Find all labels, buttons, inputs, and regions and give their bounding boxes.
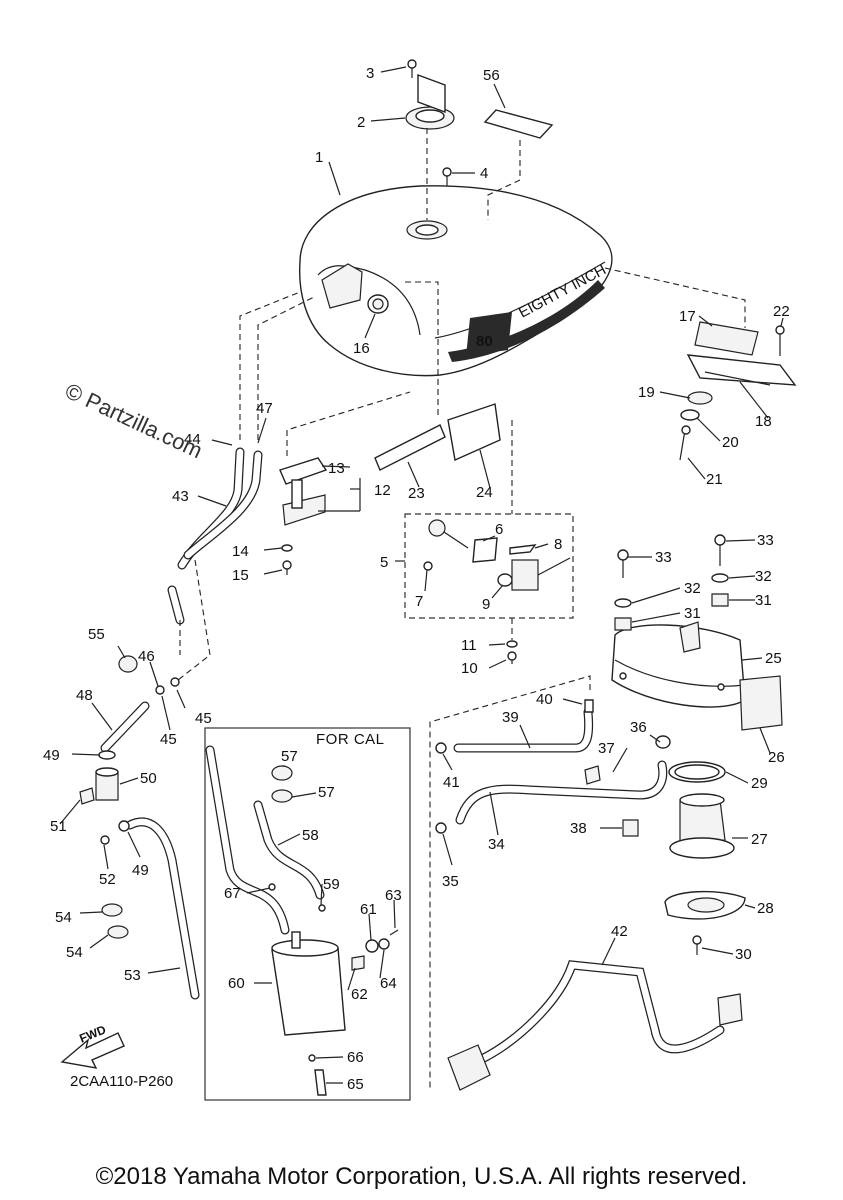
callout-41: 41 — [443, 774, 460, 791]
callout-65: 65 — [347, 1076, 364, 1093]
callout-14: 14 — [232, 543, 249, 560]
callout-43: 43 — [172, 488, 189, 505]
for-cal-label: FOR CAL — [316, 731, 385, 748]
callout-15: 15 — [232, 567, 249, 584]
tank-rear-bracket — [604, 267, 797, 461]
callout-63: 63 — [385, 887, 402, 904]
pad-24 — [447, 403, 501, 462]
callout-46: 46 — [138, 648, 155, 665]
callout-64: 64 — [380, 975, 397, 992]
callout-22: 22 — [773, 303, 790, 320]
leader-lines — [59, 66, 784, 1084]
callout-12: 12 — [374, 482, 391, 499]
callout-39: 39 — [502, 709, 519, 726]
callout-67: 67 — [224, 885, 241, 902]
callout-16: 16 — [353, 340, 370, 357]
callout-1: 1 — [315, 149, 323, 166]
pump-harness — [447, 960, 743, 1091]
callout-11: 11 — [461, 637, 477, 654]
callout-52: 52 — [99, 871, 116, 888]
callout-66: 66 — [347, 1049, 364, 1066]
callout-13: 13 — [328, 460, 345, 477]
callout-6: 6 — [495, 521, 503, 538]
callout-35: 35 — [442, 873, 459, 890]
callout-24: 24 — [476, 484, 493, 501]
callout-58: 58 — [302, 827, 319, 844]
breather-hoses — [118, 291, 317, 695]
callout-42: 42 — [611, 923, 628, 940]
callout-60: 60 — [228, 975, 245, 992]
callout-18: 18 — [755, 413, 772, 430]
callout-54a: 54 — [55, 909, 72, 926]
callout-59: 59 — [323, 876, 340, 893]
callout-48: 48 — [76, 687, 93, 704]
fuel-pump-housing — [611, 534, 783, 731]
callout-21: 21 — [706, 471, 723, 488]
callout-61: 61 — [360, 901, 377, 918]
callout-47: 47 — [256, 400, 273, 417]
fuel-sender-group — [279, 391, 411, 575]
callout-5: 5 — [380, 554, 388, 571]
callout-25: 25 — [765, 650, 782, 667]
copyright-notice: ©2018 Yamaha Motor Corporation, U.S.A. A… — [95, 1163, 748, 1190]
callout-2: 2 — [357, 114, 365, 131]
callout-44: 44 — [184, 431, 201, 448]
callout-8: 8 — [554, 536, 562, 553]
rollover-valve-group — [79, 701, 200, 1000]
callout-32b: 32 — [755, 568, 772, 585]
fuel-cock — [423, 420, 571, 664]
callout-36: 36 — [630, 719, 647, 736]
callout-54b: 54 — [66, 944, 83, 961]
callout-33a: 33 — [655, 549, 672, 566]
callout-49b: 49 — [132, 862, 149, 879]
callout-7: 7 — [415, 593, 423, 610]
fuel-pump — [664, 761, 746, 955]
callout-45a: 45 — [160, 731, 177, 748]
callout-28: 28 — [757, 900, 774, 917]
callout-30: 30 — [735, 946, 752, 963]
fuel-hoses — [429, 675, 671, 1090]
for-cal-box — [204, 727, 411, 1101]
callout-19: 19 — [638, 384, 655, 401]
callout-38: 38 — [570, 820, 587, 837]
callout-31b: 31 — [755, 592, 772, 609]
callout-51: 51 — [50, 818, 67, 835]
callout-4: 4 — [480, 165, 488, 182]
callout-27: 27 — [751, 831, 768, 848]
callout-37: 37 — [598, 740, 615, 757]
callout-49a: 49 — [43, 747, 60, 764]
callout-26: 26 — [768, 749, 785, 766]
callout-31a: 31 — [684, 605, 701, 622]
callout-29: 29 — [751, 775, 768, 792]
callout-23: 23 — [408, 485, 425, 502]
callout-40: 40 — [536, 691, 553, 708]
callout-17: 17 — [679, 308, 696, 325]
fuel-cap-assembly — [405, 59, 455, 220]
callout-9: 9 — [482, 596, 490, 613]
callout-20: 20 — [722, 434, 739, 451]
callout-33b: 33 — [757, 532, 774, 549]
callout-56: 56 — [483, 67, 500, 84]
callout-55: 55 — [88, 626, 105, 643]
fuel-tank: 80 EIGHTY INCH — [298, 185, 613, 377]
tank-badge: 80 — [476, 333, 493, 350]
callout-57b: 57 — [318, 784, 335, 801]
callout-62: 62 — [351, 986, 368, 1003]
callout-57a: 57 — [281, 748, 298, 765]
fuel-cock-subassembly-box — [404, 513, 574, 619]
callout-50: 50 — [140, 770, 157, 787]
callout-10: 10 — [461, 660, 478, 677]
pad-23 — [374, 424, 446, 471]
callout-32a: 32 — [684, 580, 701, 597]
callout-3: 3 — [366, 65, 374, 82]
callout-53: 53 — [124, 967, 141, 984]
forward-arrow-icon — [60, 1032, 125, 1069]
catalog-code: 2CAA110-P260 — [70, 1073, 174, 1090]
callout-45b: 45 — [195, 710, 212, 727]
decal-56 — [483, 109, 554, 139]
callout-34: 34 — [488, 836, 505, 853]
callout-numbers: 1 2 3 4 5 6 7 8 9 10 11 12 13 14 15 16 1… — [43, 65, 790, 1093]
